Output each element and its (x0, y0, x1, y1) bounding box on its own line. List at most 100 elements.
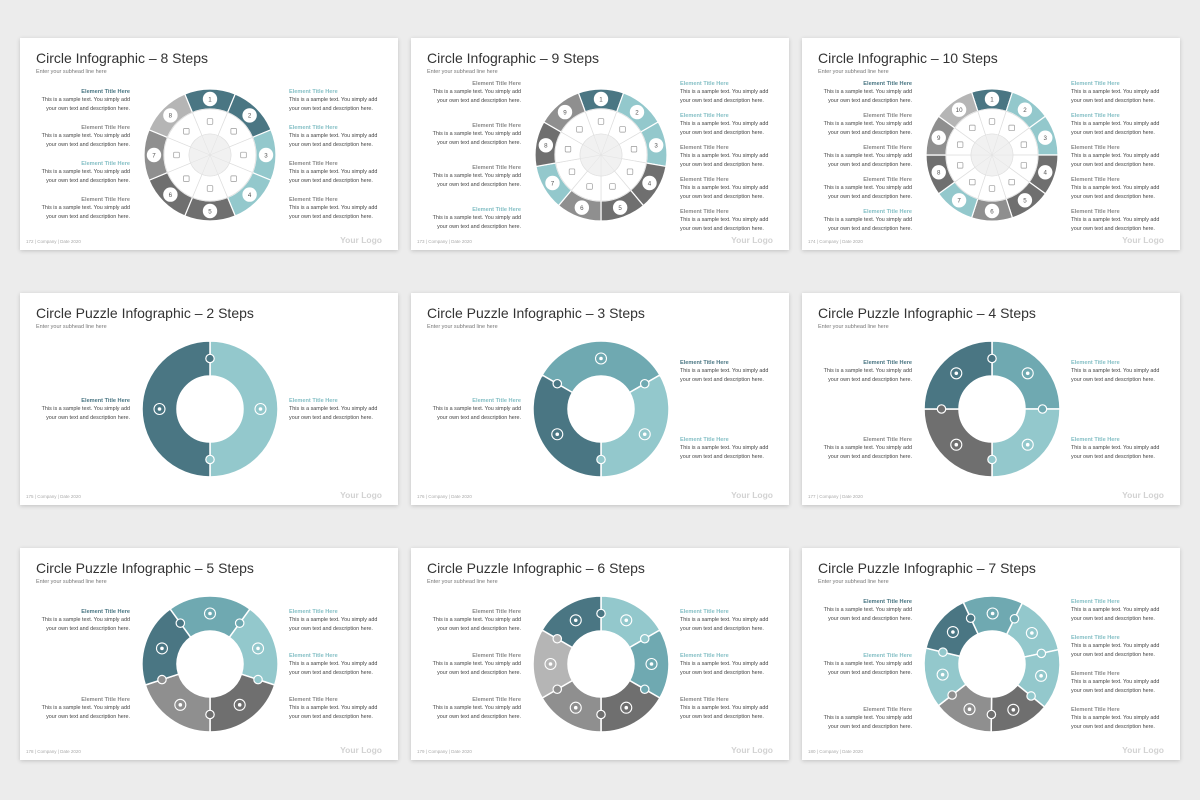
slide-puzzle-4-steps[interactable]: Circle Puzzle Infographic – 4 Steps Ente… (802, 293, 1180, 505)
step-number: 6 (580, 205, 584, 212)
element-title: Element Title Here (680, 145, 729, 151)
puzzle-tab (552, 633, 563, 644)
step-number-badge (258, 147, 274, 163)
clipboard-icon (950, 367, 963, 380)
element-title: Element Title Here (680, 609, 729, 615)
puzzle-tab (552, 684, 563, 695)
step-icon (630, 146, 638, 153)
puzzle-tab (596, 454, 606, 465)
step-number: 9 (937, 135, 941, 142)
slide-puzzle-7-steps[interactable]: Circle Puzzle Infographic – 7 Steps Ente… (802, 548, 1180, 760)
center-hole (178, 632, 242, 696)
slide-puzzle-6-steps[interactable]: Circle Puzzle Infographic – 6 Steps Ente… (411, 548, 789, 760)
element-title: Element Title Here (680, 81, 729, 87)
step-number: 4 (1044, 170, 1048, 177)
puzzle-segment (141, 340, 211, 478)
page-number: 173 (417, 239, 425, 244)
slide-puzzle-3-steps[interactable]: Circle Puzzle Infographic – 3 Steps Ente… (411, 293, 789, 505)
step-number: 8 (169, 113, 173, 120)
dollar-coin-icon (594, 352, 608, 365)
page-number: 177 (808, 494, 816, 499)
element-description: This is a sample text. You simply add yo… (289, 617, 378, 632)
step-number-badge (202, 91, 218, 107)
puzzle-tab (253, 674, 263, 685)
step-icon (969, 124, 976, 132)
slide-puzzle-5-steps[interactable]: Circle Puzzle Infographic – 5 Steps Ente… (20, 548, 398, 760)
step-number-badge (593, 91, 609, 107)
puzzle-segment (991, 408, 1061, 478)
step-number: 8 (937, 170, 941, 177)
slide-circle-8-steps[interactable]: Circle Infographic – 8 Steps Enter your … (20, 38, 398, 250)
footer-text: | Company | Date 2020 (816, 494, 863, 499)
footer-text: | Company | Date 2020 (34, 239, 81, 244)
slide-circle-10-steps[interactable]: Circle Infographic – 10 Steps Enter your… (802, 38, 1180, 250)
step-number: 7 (551, 180, 555, 187)
step-number: 9 (563, 109, 567, 116)
element-title: Element Title Here (1071, 707, 1120, 713)
slide-footer: 173 | Company | Date 2020 (417, 239, 472, 244)
step-number-badge (1038, 130, 1053, 145)
step-number-badge (163, 108, 178, 123)
slide-footer: 180 | Company | Date 2020 (808, 749, 863, 754)
puzzle-segment (141, 607, 192, 686)
element-title: Element Title Here (863, 209, 912, 215)
element-description: This is a sample text. You simply add yo… (680, 661, 769, 676)
element-title: Element Title Here (289, 609, 338, 615)
element-description: This is a sample text. You simply add yo… (680, 617, 769, 632)
slide-title: Circle Puzzle Infographic – 4 Steps (818, 305, 1036, 321)
element-description: This is a sample text. You simply add yo… (41, 97, 130, 112)
element-title: Element Title Here (680, 113, 729, 119)
element-title: Element Title Here (1071, 113, 1120, 119)
hub-divider (600, 144, 620, 156)
step-number-badge (163, 187, 178, 202)
page-number: 180 (808, 749, 816, 754)
center-hole (569, 632, 633, 696)
step-number-badge (574, 200, 590, 215)
element-description: This is a sample text. You simply add yo… (1071, 715, 1160, 730)
slide-title: Circle Infographic – 10 Steps (818, 50, 998, 66)
slide-title: Circle Puzzle Infographic – 2 Steps (36, 305, 254, 321)
element-description: This is a sample text. You simply add yo… (1071, 643, 1160, 658)
slide-puzzle-2-steps[interactable]: Circle Puzzle Infographic – 2 Steps Ente… (20, 293, 398, 505)
step-number-badge (1017, 102, 1033, 117)
dollar-coin-icon (1021, 367, 1034, 380)
element-description: This is a sample text. You simply add yo… (1071, 679, 1160, 694)
slide-circle-9-steps[interactable]: Circle Infographic – 9 Steps Enter your … (411, 38, 789, 250)
element-title: Element Title Here (289, 197, 338, 203)
step-icon (576, 126, 583, 133)
footer-text: | Company | Date 2020 (816, 239, 863, 244)
element-description: This is a sample text. You simply add yo… (823, 715, 912, 730)
puzzle-segment (923, 340, 993, 410)
center-hole (960, 377, 1024, 441)
element-title: Element Title Here (289, 398, 338, 404)
puzzle-tab (1026, 691, 1036, 701)
element-description: This is a sample text. You simply add yo… (289, 169, 378, 184)
element-description: This is a sample text. You simply add yo… (41, 133, 130, 148)
hub-divider (209, 135, 219, 156)
slide-subhead: Enter your subhead line here (818, 579, 889, 585)
puzzle-tab (1037, 404, 1048, 414)
puzzle-tab (157, 674, 167, 685)
step-number-badge (557, 104, 573, 120)
element-description: This is a sample text. You simply add yo… (1071, 153, 1160, 168)
element-description: This is a sample text. You simply add yo… (680, 705, 769, 720)
slide-footer: 177 | Company | Date 2020 (808, 494, 863, 499)
puzzle-tab (947, 690, 957, 700)
head-gear-icon (174, 698, 187, 711)
element-title: Element Title Here (81, 161, 130, 167)
hub-divider (974, 142, 993, 156)
element-description: This is a sample text. You simply add yo… (432, 89, 521, 104)
